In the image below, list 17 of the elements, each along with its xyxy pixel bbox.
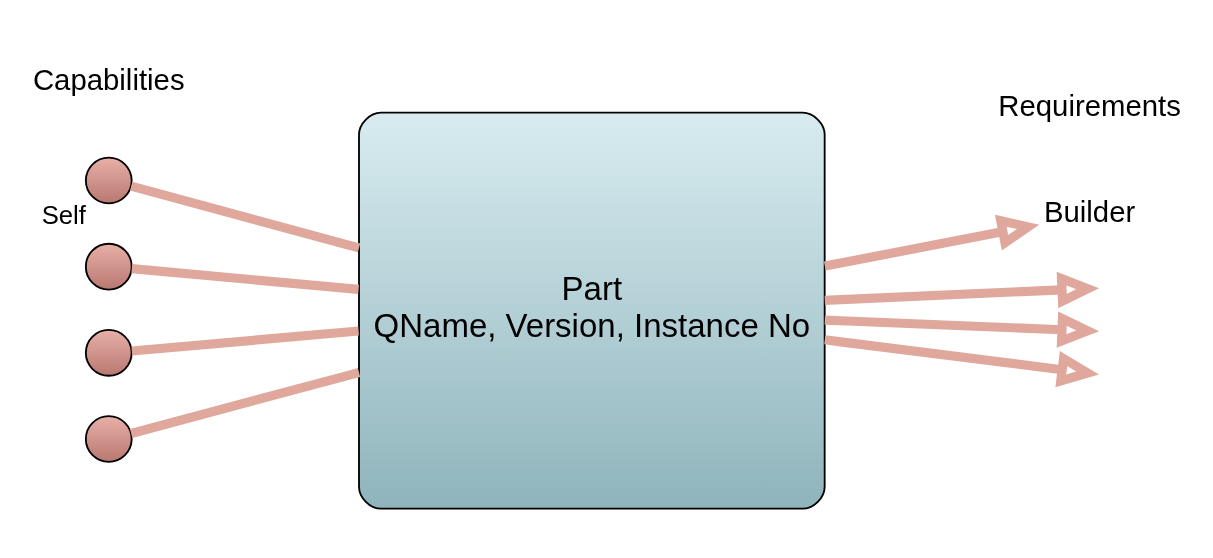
node-text: Builder	[1043, 194, 1136, 228]
arrow	[823, 214, 1040, 271]
label: Capabilities	[32, 62, 185, 96]
connector	[131, 263, 359, 294]
node-circle	[84, 242, 133, 290]
node-box: Part QName, Version, Instance No	[358, 111, 826, 510]
connector	[131, 325, 359, 356]
connector	[130, 367, 361, 438]
node-circle	[84, 414, 133, 463]
node-circle	[84, 156, 133, 204]
connector	[130, 181, 361, 252]
arrow	[824, 334, 1099, 387]
arrow	[824, 310, 1100, 348]
node-circle	[84, 328, 133, 377]
node-label: Self	[41, 200, 86, 229]
label: Requirements	[998, 88, 1181, 122]
arrow	[824, 271, 1100, 308]
